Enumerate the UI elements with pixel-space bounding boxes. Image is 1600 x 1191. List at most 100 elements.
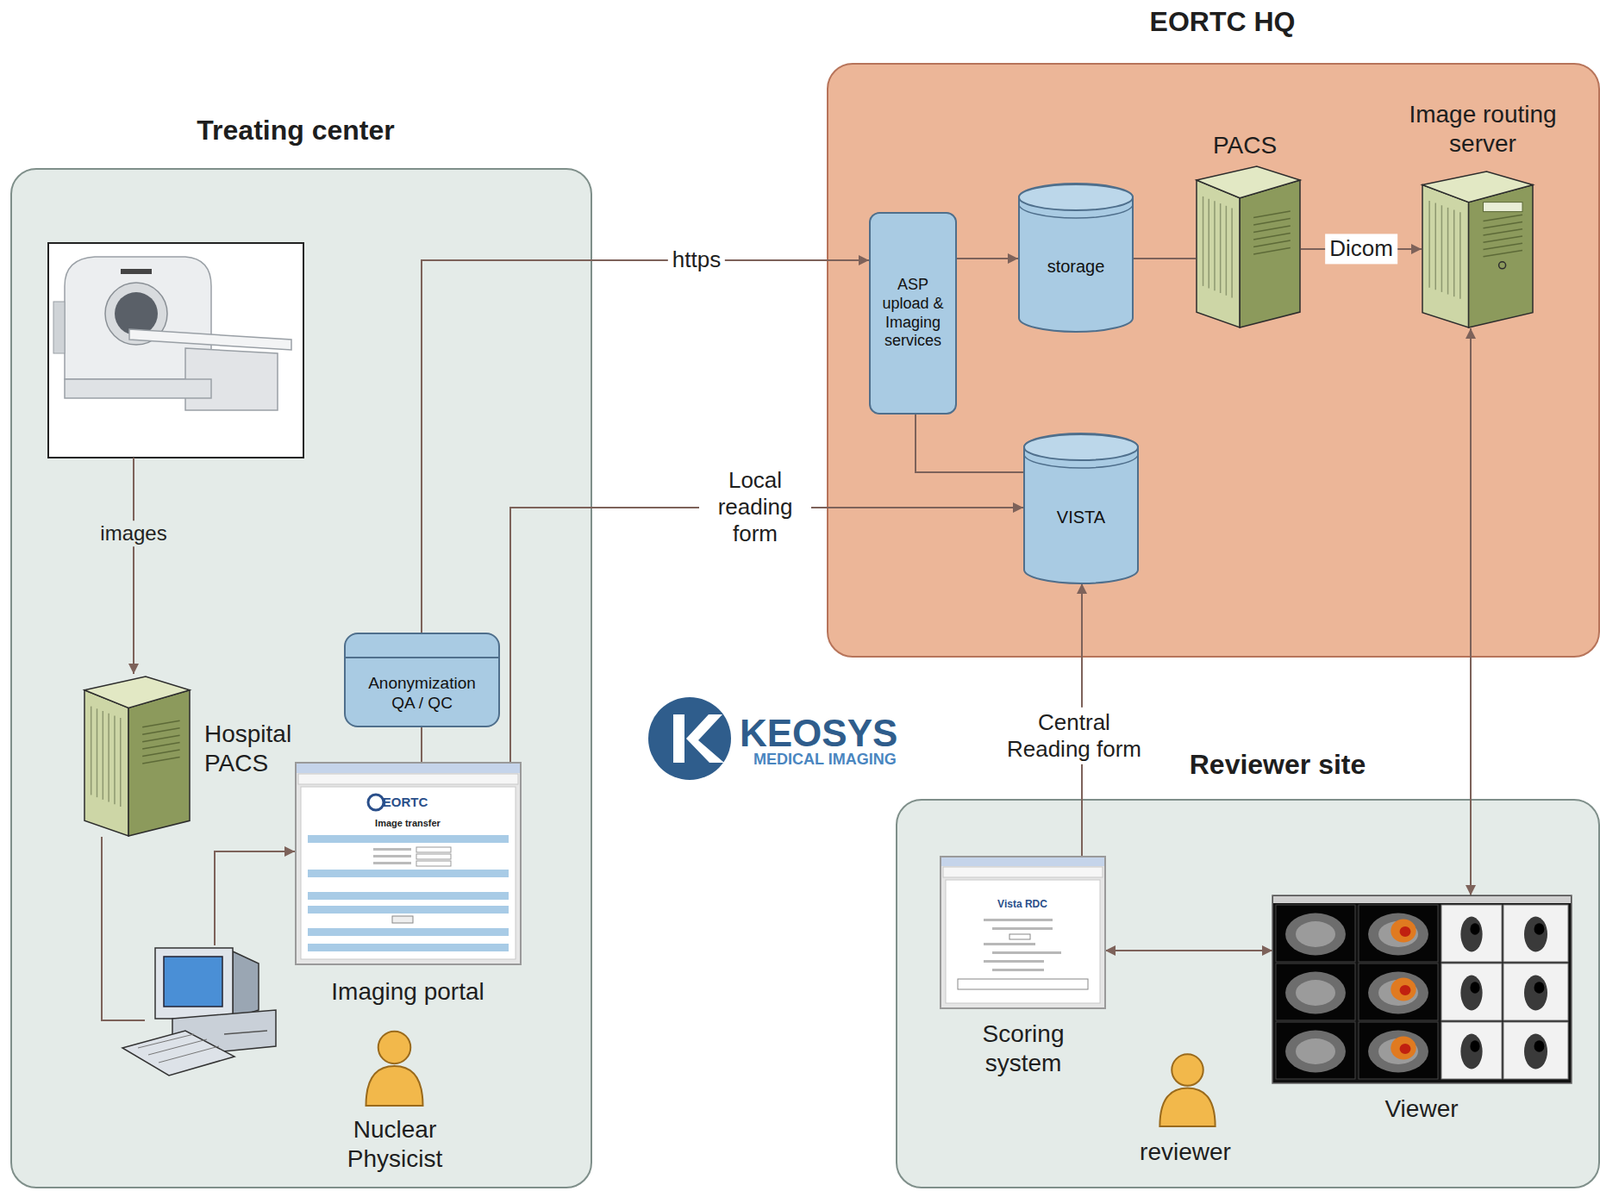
server-vent xyxy=(1253,225,1291,233)
server-icon xyxy=(1421,170,1534,329)
server-front xyxy=(1239,180,1300,328)
edge-label: Dicom xyxy=(1325,233,1398,264)
portal-node: Imaging portal xyxy=(295,762,521,965)
ct-slice xyxy=(1368,1031,1429,1074)
caption-text: PACS xyxy=(1175,131,1314,161)
free-label: KEOSYS xyxy=(739,712,898,757)
viewer-frame xyxy=(1272,895,1572,1084)
cylinder-top xyxy=(1018,184,1133,211)
server-front xyxy=(1468,185,1533,329)
edge-label: Central Reading form xyxy=(992,707,1157,765)
server-vent xyxy=(1483,214,1524,221)
person-body xyxy=(366,1066,424,1107)
server-vent xyxy=(142,728,180,735)
text-line xyxy=(992,951,1062,955)
server-slot xyxy=(1441,205,1444,293)
form-field xyxy=(416,854,451,860)
region-panel: Reviewer siteScoring systemViewerreviewe… xyxy=(895,799,1600,1189)
viewer-node: Viewer xyxy=(1272,895,1572,1084)
server-slot xyxy=(1435,203,1438,291)
server-led xyxy=(1499,262,1507,269)
form-field xyxy=(416,847,451,853)
person-head xyxy=(378,1031,412,1065)
caption-text: Nuclear Physicist xyxy=(330,1115,460,1175)
cylinder-rim xyxy=(1024,454,1138,469)
text-line xyxy=(983,918,1053,922)
shape-holder xyxy=(940,856,1106,1009)
server-top xyxy=(1196,166,1300,199)
region-panel: EORTC HQASP upload & Imaging servicessto… xyxy=(826,62,1600,658)
person-icon xyxy=(1156,1049,1219,1128)
form-band xyxy=(307,943,509,952)
viewer-cell xyxy=(1441,963,1502,1021)
ct-slice xyxy=(1285,972,1346,1015)
shape-holder xyxy=(1421,170,1534,329)
pet-hotspot xyxy=(1534,1040,1545,1053)
viewer-cell xyxy=(1275,1022,1356,1080)
server-side xyxy=(1196,180,1240,328)
viewer-cell xyxy=(1503,963,1569,1021)
server-slot xyxy=(1208,199,1211,289)
caption-text: Scoring system xyxy=(958,1019,1088,1079)
box-text: storage xyxy=(1025,256,1127,277)
region-background xyxy=(10,168,593,1189)
server-vent xyxy=(1253,247,1291,255)
pet-hotspot xyxy=(1534,923,1545,936)
viewer-cell xyxy=(1358,905,1438,963)
window-toolbar xyxy=(943,867,1103,878)
cylinder-body xyxy=(1024,433,1138,584)
actor-node: Nuclear Physicist xyxy=(362,1025,427,1107)
keosys-logo-mark xyxy=(686,714,725,763)
server-vent xyxy=(1483,250,1524,257)
server-node: PACS xyxy=(1195,165,1301,329)
server-slot xyxy=(1202,196,1205,287)
viewer-cell xyxy=(1275,905,1356,963)
box-text: ASP upload & Imaging services xyxy=(874,275,952,352)
server-front xyxy=(128,690,190,837)
database-node: VISTA xyxy=(1023,433,1139,584)
page-body xyxy=(300,787,516,960)
server-node: Image routing server xyxy=(1421,170,1534,329)
form-caption-bar xyxy=(373,862,412,865)
server-side xyxy=(84,690,129,837)
ct-slice xyxy=(1368,913,1429,957)
pet-hotspot xyxy=(1469,1040,1480,1053)
server-slot xyxy=(1225,206,1228,296)
server-slot xyxy=(119,718,122,807)
server-slot xyxy=(1213,200,1216,291)
caption-text: reviewer xyxy=(1116,1137,1255,1168)
form-button xyxy=(392,916,413,924)
form-band xyxy=(307,835,509,844)
pet-hotspot xyxy=(1400,1043,1412,1055)
server-slot xyxy=(113,715,116,805)
scoring-screenshot xyxy=(940,856,1106,1009)
server-vent xyxy=(1483,229,1524,236)
form-band xyxy=(307,869,509,878)
caption-text: Imaging portal xyxy=(304,977,512,1007)
form-row xyxy=(957,979,1088,990)
caption-text: Treating center xyxy=(123,113,469,148)
window-titlebar xyxy=(941,857,1105,867)
form-field xyxy=(416,861,451,867)
viewer-toolbar xyxy=(1273,896,1571,904)
tab-divider xyxy=(345,656,499,659)
pet-uptake xyxy=(1390,1036,1416,1060)
process-box: Anonymization QA / QC xyxy=(343,632,500,728)
free-label: EORTC xyxy=(382,794,429,810)
viewer-screenshot xyxy=(1272,895,1572,1084)
server-side xyxy=(1422,185,1469,329)
text-line xyxy=(983,943,1036,946)
ct-organ xyxy=(1295,1038,1336,1065)
server-vent xyxy=(1253,240,1291,248)
box-text: Anonymization QA / QC xyxy=(359,673,485,713)
text-line xyxy=(992,968,1044,972)
viewer-cell xyxy=(1275,963,1356,1021)
shape-holder xyxy=(295,762,521,965)
caption-text: Image routing server xyxy=(1396,100,1569,159)
server-vent xyxy=(1253,211,1291,219)
form-caption-bar xyxy=(373,855,412,858)
caption-text: Viewer xyxy=(1335,1094,1508,1125)
pet-mip xyxy=(1460,1034,1482,1070)
ct-slice xyxy=(1285,913,1346,957)
free-label: Image transfer xyxy=(375,818,441,830)
